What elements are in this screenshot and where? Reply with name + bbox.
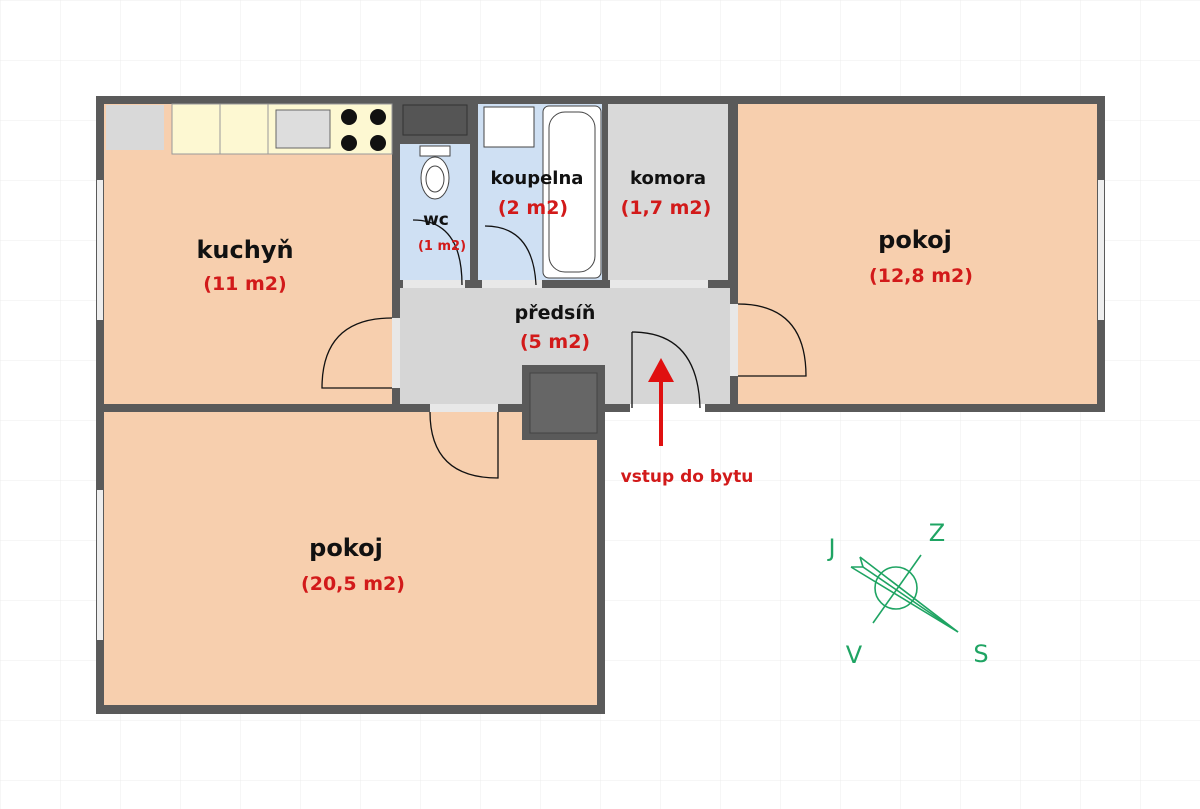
storage-floor xyxy=(608,104,728,280)
room-bottom-name: pokoj xyxy=(309,534,383,562)
stove-icon xyxy=(341,109,386,151)
bath-door-opening xyxy=(482,280,542,288)
room-right-door-swing xyxy=(737,303,807,377)
storage-area: (1,7 m2) xyxy=(621,197,712,219)
window-left xyxy=(97,180,103,320)
room-right-area: (12,8 m2) xyxy=(869,265,973,287)
compass-label-west: V xyxy=(846,641,863,669)
bath-door-swing xyxy=(484,225,537,286)
wc-name: wc xyxy=(423,210,449,230)
bathroom-name: koupelna xyxy=(491,168,584,189)
storage-name: komora xyxy=(630,168,706,189)
shaft-inner xyxy=(529,372,598,434)
window-bottom xyxy=(97,490,103,640)
shaft-top xyxy=(402,104,468,136)
kitchen-door-opening xyxy=(392,318,400,388)
kitchen-gray-cabinet xyxy=(106,105,164,150)
room-right-name: pokoj xyxy=(878,226,952,254)
wc-area: (1 m2) xyxy=(418,239,466,254)
sink-icon xyxy=(275,109,331,149)
hallway-area: (5 m2) xyxy=(520,331,590,353)
bathtub-icon xyxy=(542,105,602,279)
room-bottom-door-swing xyxy=(429,411,499,479)
compass-rose-icon xyxy=(850,554,959,633)
room-right-door-opening xyxy=(730,304,738,376)
hallway-name: předsíň xyxy=(515,302,596,324)
kitchen-name: kuchyň xyxy=(196,236,293,264)
kitchen-area: (11 m2) xyxy=(203,273,286,295)
kitchen-door-swing xyxy=(321,317,393,389)
entrance-arrow-icon xyxy=(648,358,674,446)
bathtub-inner xyxy=(548,111,596,273)
wc-door-opening xyxy=(403,280,465,288)
room-bottom-door-opening xyxy=(430,404,498,412)
bathroom-area: (2 m2) xyxy=(498,197,568,219)
entrance-door-opening xyxy=(630,404,705,412)
room-right-floor xyxy=(738,104,1097,404)
window-right xyxy=(1098,180,1104,320)
wc-door-swing xyxy=(412,219,463,286)
entrance-door-swing xyxy=(631,331,701,409)
storage-opening xyxy=(610,280,708,288)
washbasin-icon xyxy=(483,106,535,148)
entrance-label: vstup do bytu xyxy=(621,467,754,487)
toilet-icon xyxy=(419,145,451,200)
room-bottom-floor xyxy=(104,412,597,705)
compass-label-east: S xyxy=(973,640,988,668)
room-bottom-area: (20,5 m2) xyxy=(301,573,405,595)
compass-label-north: Z xyxy=(929,519,945,547)
compass-label-south: J xyxy=(826,534,835,562)
